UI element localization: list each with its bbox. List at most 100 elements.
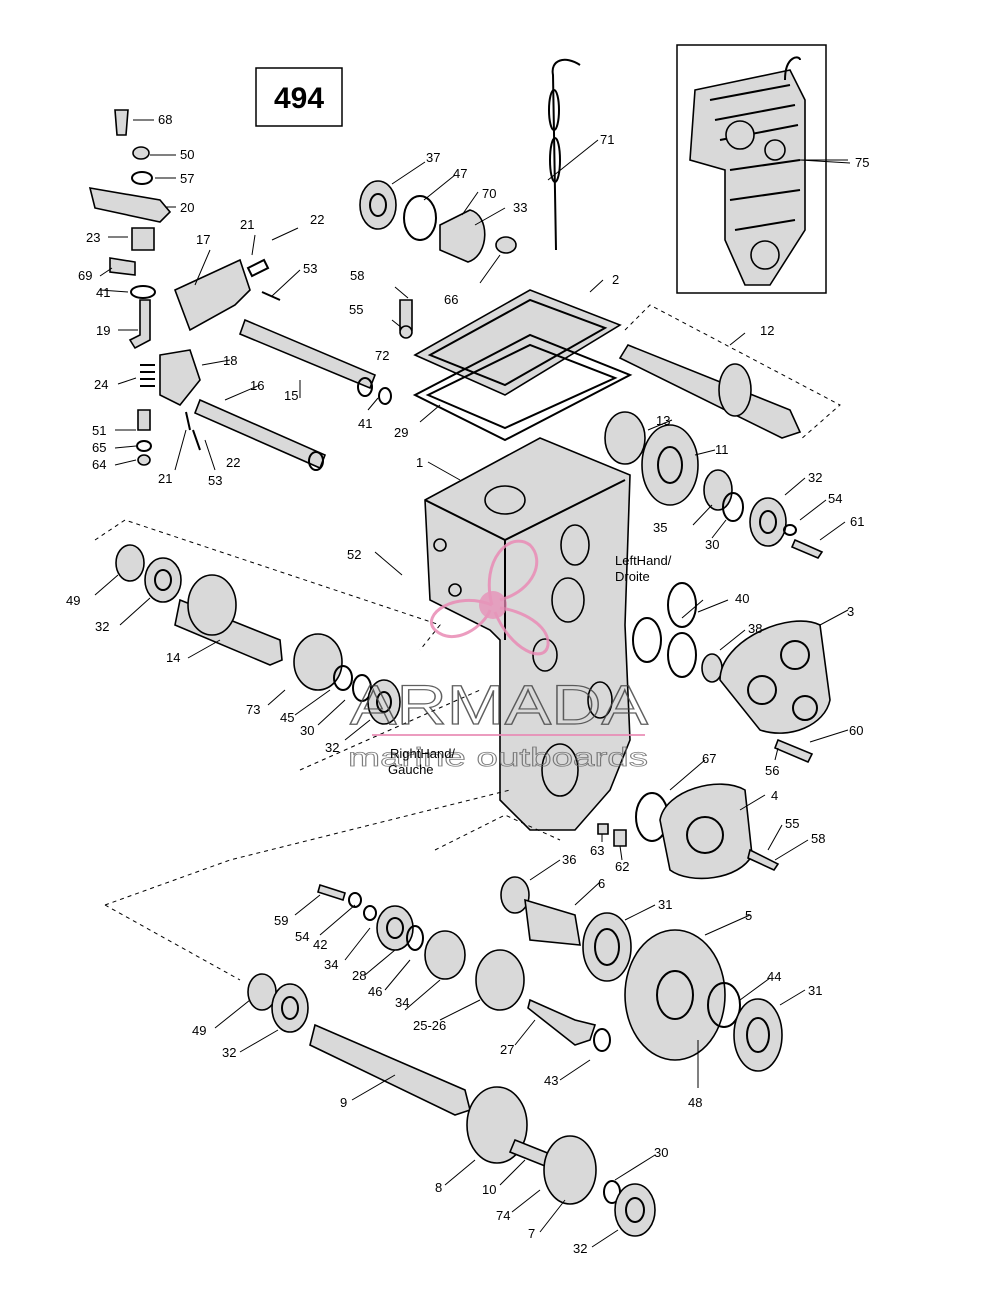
callout-number: 54 <box>828 491 842 506</box>
assembly-inset <box>676 44 848 294</box>
callout-number: 41 <box>358 416 372 431</box>
watermark: ARMADA marine outboards <box>348 539 649 772</box>
callout-number: 9 <box>340 1095 347 1110</box>
watermark-tagline: marine outboards <box>348 742 648 772</box>
callout-number: 4 <box>771 788 778 803</box>
callout-number: 30 <box>705 537 719 552</box>
callout-number: 57 <box>180 171 194 186</box>
callout-number: 34 <box>395 995 409 1010</box>
callout-number: 18 <box>223 353 237 368</box>
shaft-12 <box>618 304 841 441</box>
callout-number: 16 <box>250 378 264 393</box>
callout-number: 70 <box>482 186 496 201</box>
callout-number: 33 <box>513 200 527 215</box>
callout-number: 8 <box>435 1180 442 1195</box>
left-hand-note: LeftHand/ <box>615 553 672 568</box>
callout-number: 67 <box>702 751 716 766</box>
callout-number: 20 <box>180 200 194 215</box>
callout-number: 6 <box>598 876 605 891</box>
callout-number: 59 <box>274 913 288 928</box>
callout-number: 32 <box>95 619 109 634</box>
callout-number: 49 <box>192 1023 206 1038</box>
callout-number: 54 <box>295 929 309 944</box>
callout-number: 32 <box>808 470 822 485</box>
callout-number: 32 <box>325 740 339 755</box>
callout-number: 56 <box>765 763 779 778</box>
callout-number: 64 <box>92 457 106 472</box>
callout-number: 38 <box>748 621 762 636</box>
callout-number: 1 <box>416 455 423 470</box>
shaft-14 <box>94 519 481 771</box>
callout-number: 36 <box>562 852 576 867</box>
dipstick <box>548 58 581 251</box>
callout-number: 71 <box>600 132 614 147</box>
callout-number: 73 <box>246 702 260 717</box>
callout-number: 48 <box>688 1095 702 1110</box>
shift-linkage <box>88 109 392 471</box>
callout-number: 58 <box>811 831 825 846</box>
callout-number: 35 <box>653 520 667 535</box>
callout-number: 17 <box>196 232 210 247</box>
callout-number: 75 <box>855 155 869 170</box>
callout-number: 30 <box>654 1145 668 1160</box>
top-bearings <box>359 180 517 339</box>
callout-number: 53 <box>208 473 222 488</box>
cover-plate-and-gasket <box>412 289 633 442</box>
callout-number: 2 <box>612 272 619 287</box>
callout-number: 45 <box>280 710 294 725</box>
callout-number: 43 <box>544 1073 558 1088</box>
callout-number: 69 <box>78 268 92 283</box>
callout-number: 30 <box>300 723 314 738</box>
callout-number: 68 <box>158 112 172 127</box>
callout-number: 24 <box>94 377 108 392</box>
left-hand-note-fr: Droite <box>615 569 650 584</box>
callout-number: 23 <box>86 230 100 245</box>
callout-number: 5 <box>745 908 752 923</box>
callout-number: 29 <box>394 425 408 440</box>
right-hand-note: RightHand/ <box>390 746 455 761</box>
callout-number: 55 <box>349 302 363 317</box>
callout-number: 66 <box>444 292 458 307</box>
callout-number: 62 <box>615 859 629 874</box>
callout-number: 47 <box>453 166 467 181</box>
callout-number: 58 <box>350 268 364 283</box>
callout-number: 19 <box>96 323 110 338</box>
callout-number: 60 <box>849 723 863 738</box>
callout-number: 46 <box>368 984 382 999</box>
callout-number: 14 <box>166 650 180 665</box>
side-covers <box>597 582 831 880</box>
callout-number: 42 <box>313 937 327 952</box>
callout-number: 32 <box>222 1045 236 1060</box>
callout-number: 25-26 <box>413 1018 446 1033</box>
diagram-number: 494 <box>274 82 324 115</box>
callout-number: 34 <box>324 957 338 972</box>
watermark-brand: ARMADA <box>350 673 649 736</box>
callout-number: 12 <box>760 323 774 338</box>
callout-number: 72 <box>375 348 389 363</box>
callout-number: 13 <box>656 413 670 428</box>
callout-number: 15 <box>284 388 298 403</box>
callout-number: 44 <box>767 969 781 984</box>
callout-number: 74 <box>496 1208 510 1223</box>
callout-number: 40 <box>735 591 749 606</box>
callout-number: 27 <box>500 1042 514 1057</box>
callout-number: 10 <box>482 1182 496 1197</box>
gears-13-11 <box>604 411 824 559</box>
callout-number: 11 <box>715 442 729 457</box>
callout-number: 63 <box>590 843 604 858</box>
callout-number: 49 <box>66 593 80 608</box>
callout-number: 31 <box>658 897 672 912</box>
leader-lines <box>94 119 851 1248</box>
callout-number: 7 <box>528 1226 535 1241</box>
lower-shaft-assembly <box>104 789 783 1237</box>
callout-number: 22 <box>310 212 324 227</box>
callout-number: 53 <box>303 261 317 276</box>
diagram-number-box: 494 <box>255 67 343 127</box>
gearbox-housing <box>424 437 631 831</box>
callout-number: 55 <box>785 816 799 831</box>
callout-number: 22 <box>226 455 240 470</box>
callout-number: 37 <box>426 150 440 165</box>
callout-number: 28 <box>352 968 366 983</box>
callout-number: 61 <box>850 514 864 529</box>
